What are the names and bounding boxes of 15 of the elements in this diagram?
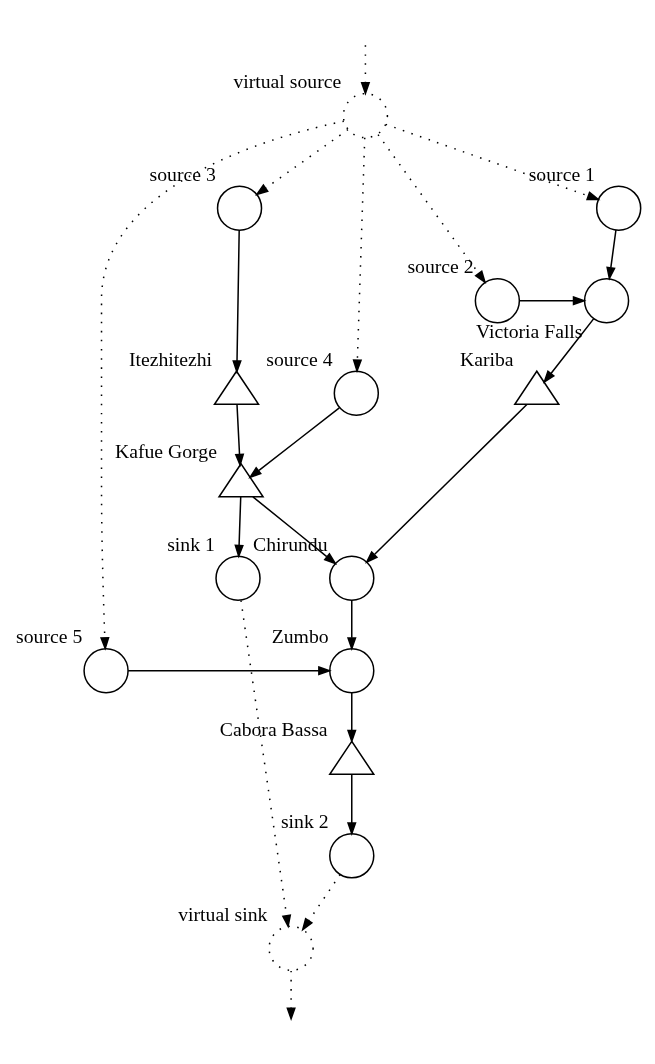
node-label: sink 2 — [280, 810, 329, 833]
node-label: source 3 — [149, 162, 216, 185]
node-label: source 5 — [16, 625, 83, 648]
node-label: Kafue Gorge — [115, 440, 217, 463]
node-label: virtual source — [233, 70, 342, 93]
node-label: Victoria Falls — [475, 320, 583, 343]
node-label: sink 1 — [167, 532, 215, 555]
node-label: source 1 — [528, 162, 595, 185]
node-label: virtual sink — [178, 902, 268, 925]
node-label: Itezhitezhi — [128, 347, 213, 370]
node-label: Cabora Bassa — [219, 717, 328, 740]
node-label: Zumbo — [271, 625, 329, 648]
node-label: Kariba — [459, 347, 514, 370]
node-label: source 2 — [407, 255, 474, 278]
node-label: source 4 — [266, 347, 333, 370]
